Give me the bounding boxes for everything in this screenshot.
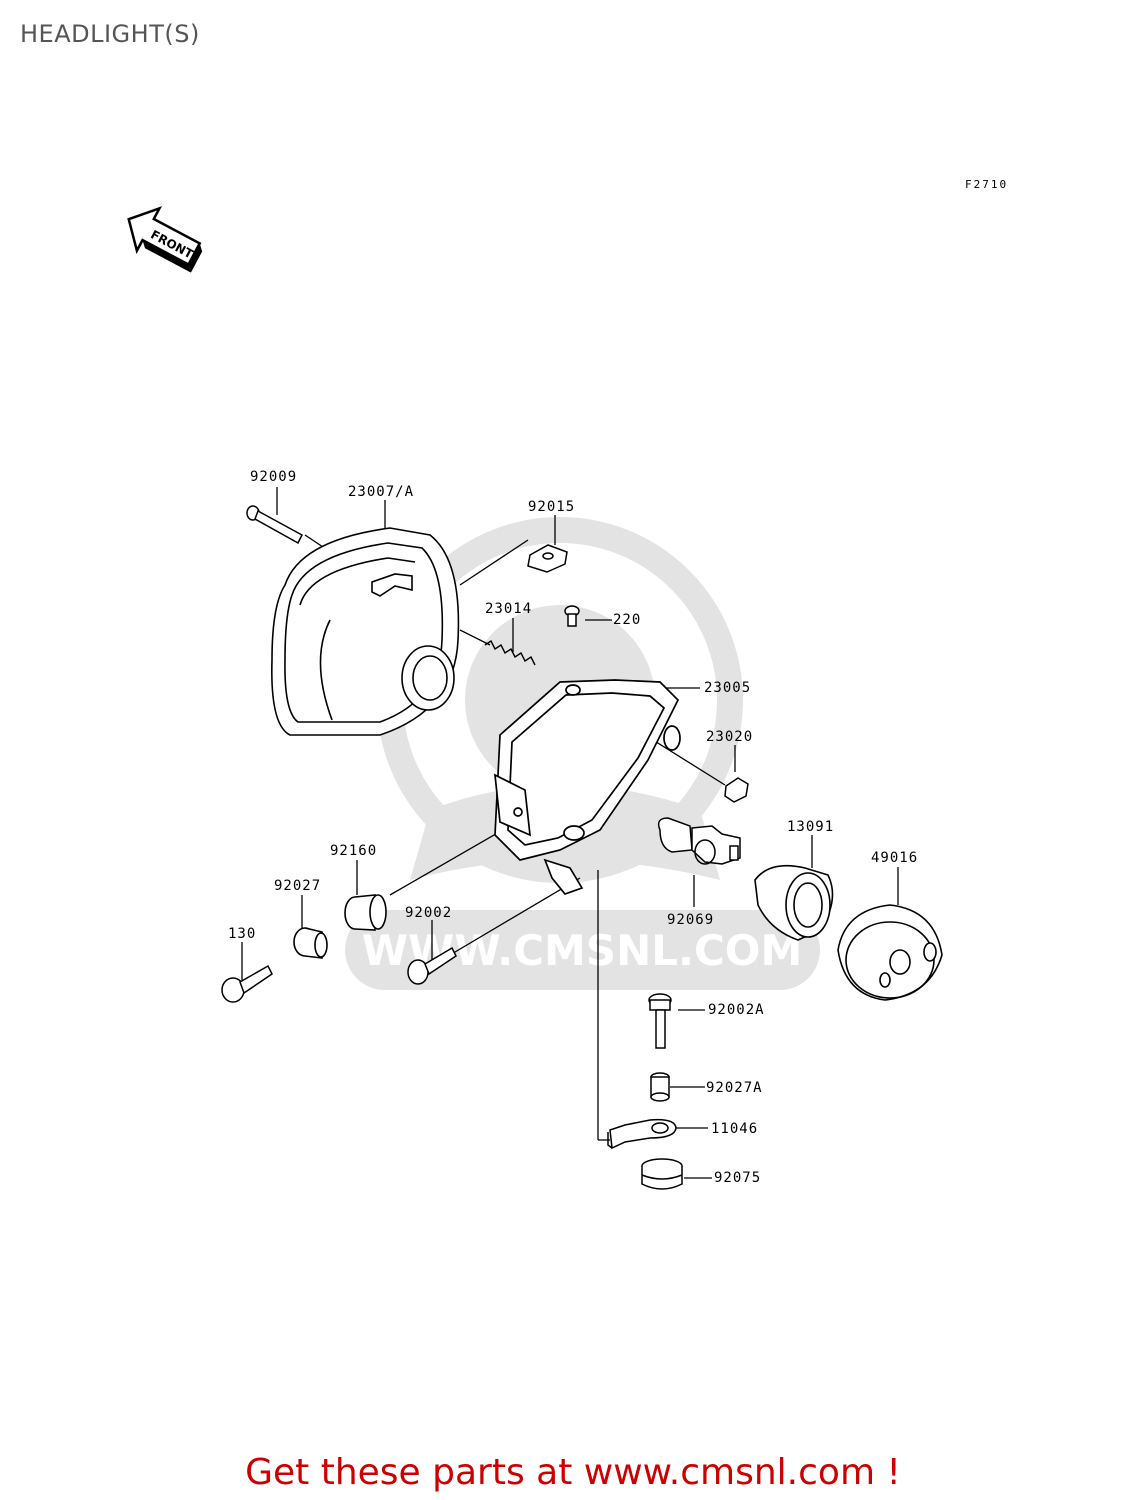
part-label-23005: 23005 <box>704 680 751 696</box>
part-label-220: 220 <box>613 612 641 628</box>
grommet-92160 <box>344 894 387 931</box>
page-title: HEADLIGHT(S) <box>20 20 200 48</box>
front-arrow-icon: FRONT <box>127 206 203 273</box>
figure-code: F2710 <box>965 178 1009 191</box>
part-label-92160: 92160 <box>330 843 377 859</box>
bulb-92069 <box>657 817 741 865</box>
headlight-unit <box>271 527 460 736</box>
screw-92009 <box>246 505 303 545</box>
grommet-92075 <box>641 1158 683 1190</box>
bracket-23005 <box>493 679 681 896</box>
clip-92015 <box>527 544 568 573</box>
part-label-23007a: 23007/A <box>348 484 414 500</box>
bolt-92002A <box>648 993 672 1049</box>
socket-cover-13091 <box>754 864 834 941</box>
part-label-92027: 92027 <box>274 878 321 894</box>
footer-link[interactable]: Get these parts at www.cmsnl.com ! <box>245 1452 901 1493</box>
cap-49016 <box>837 904 943 1001</box>
part-label-23014: 23014 <box>485 601 532 617</box>
part-labels: 92009 23007/A 92015 23014 220 23005 2302… <box>228 469 918 1186</box>
screw-220 <box>564 605 580 627</box>
part-label-49016: 49016 <box>871 850 918 866</box>
part-label-92015: 92015 <box>528 499 575 515</box>
part-label-23020: 23020 <box>706 729 753 745</box>
part-label-92002a: 92002A <box>708 1002 765 1018</box>
part-label-11046: 11046 <box>711 1121 758 1137</box>
bracket-11046 <box>607 1118 677 1150</box>
part-label-13091: 13091 <box>787 819 834 835</box>
nut-23020 <box>724 777 749 803</box>
spring-23014 <box>484 639 536 666</box>
bolt-92002 <box>407 946 457 985</box>
part-label-92002: 92002 <box>405 905 452 921</box>
part-label-92027a: 92027A <box>706 1080 763 1096</box>
bolt-130 <box>221 964 273 1003</box>
part-label-92075: 92075 <box>714 1170 761 1186</box>
collar-92027 <box>293 927 328 959</box>
footer-promo: Get these parts at www.cmsnl.com ! <box>0 1452 1146 1493</box>
part-label-92069: 92069 <box>667 912 714 928</box>
part-label-130: 130 <box>228 926 256 942</box>
part-label-92009: 92009 <box>250 469 297 485</box>
collar-92027A <box>650 1072 670 1102</box>
